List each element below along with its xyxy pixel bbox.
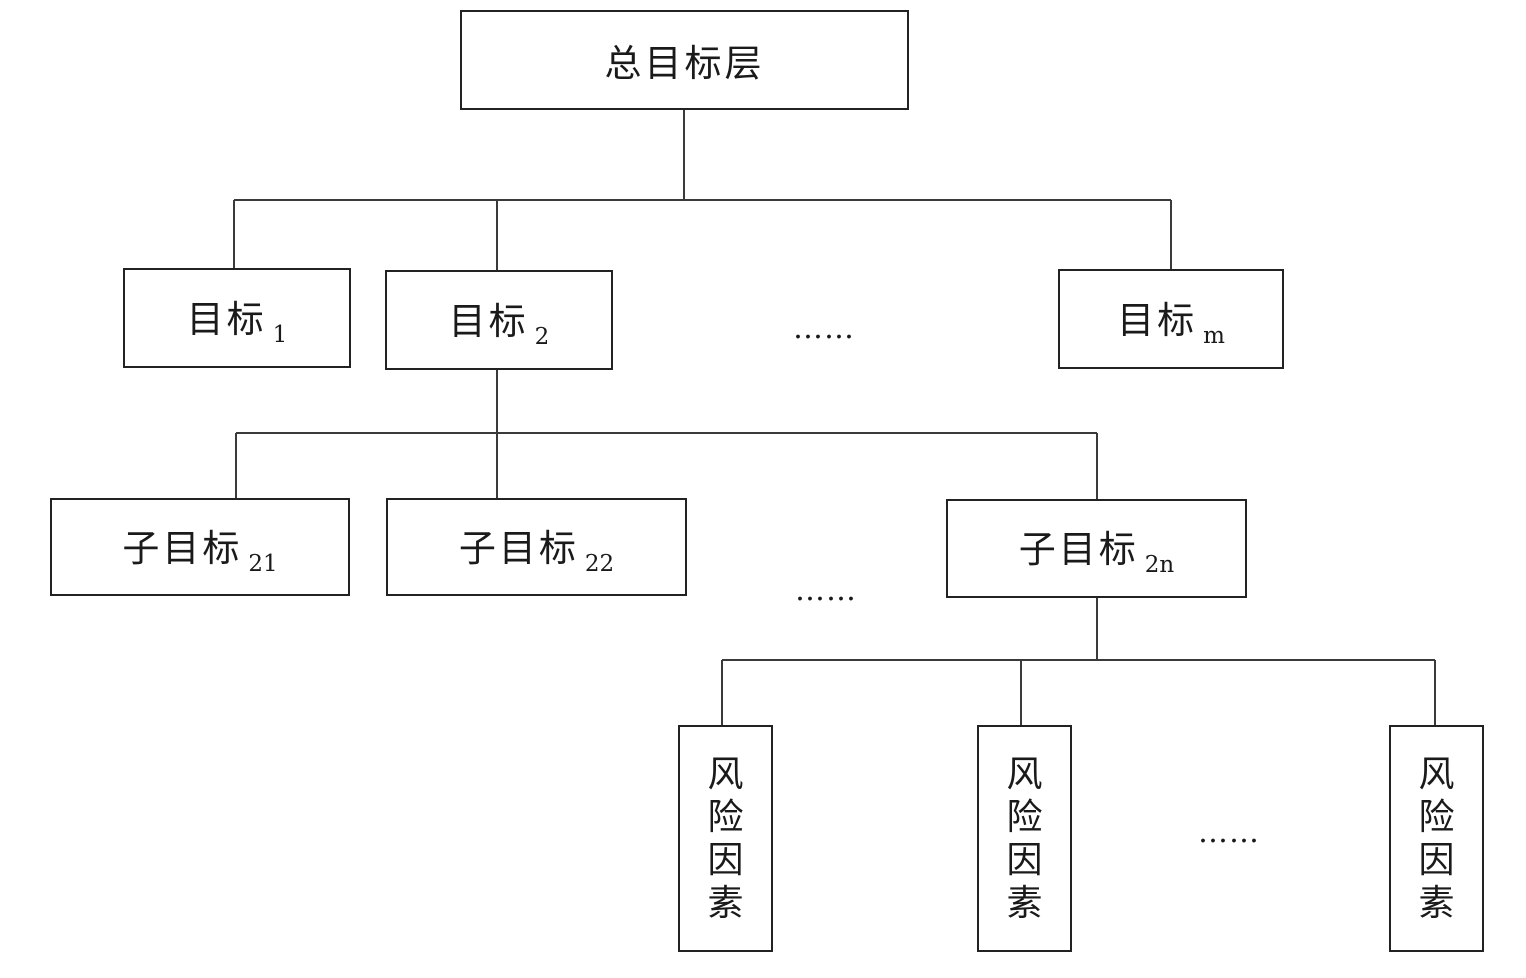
node-subgoal-2n-subscript: 2n [1144,552,1175,578]
node-goal-2-subscript: 2 [534,323,550,350]
node-risk-factor-2: 风险因素 [977,725,1072,952]
ellipsis-goals: …… [793,311,855,346]
node-subgoal-22-subscript: 22 [584,550,615,577]
node-root-label: 总目标层 [604,42,765,85]
node-goal-1-subscript: 1 [272,321,288,348]
node-risk-factor-1-label: 风险因素 [707,753,744,924]
node-risk-factor-2-label: 风险因素 [1006,753,1043,924]
node-root-goal-layer: 总目标层 [460,10,909,110]
node-risk-factor-3: 风险因素 [1389,725,1484,952]
node-goal-m-subscript: m [1203,322,1225,349]
node-risk-factor-1: 风险因素 [678,725,773,952]
node-risk-factor-3-label: 风险因素 [1418,753,1455,924]
ellipsis-risks: …… [1198,815,1260,850]
ellipsis-subgoals: …… [795,573,857,608]
node-subgoal-21-subscript: 21 [248,550,278,577]
